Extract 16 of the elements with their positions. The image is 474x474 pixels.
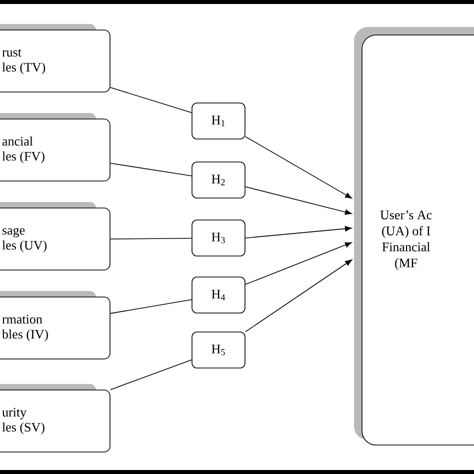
hypothesis-box: H$_{5}$ — [192, 332, 246, 368]
arrow — [245, 242, 352, 285]
arrow — [245, 186, 352, 215]
variable-box: urity les (SV) — [0, 384, 110, 452]
hypothesis-box: H$_{4}$ — [192, 276, 246, 314]
variable-box: rmation bles (IV) — [0, 291, 110, 360]
hypothesis-box: H$_{1}$ — [192, 102, 246, 140]
arrow — [245, 136, 352, 199]
variable-box: ancial les (FV) — [0, 113, 110, 182]
variable-box: rust les (TV) — [0, 24, 110, 92]
variable-box: sage les (UV) — [0, 202, 110, 270]
arrow — [245, 260, 352, 332]
hypothesis-box: H$_{3}$ — [192, 220, 246, 256]
outcome-box: User’s Ac (UA) of I Financial (MF — [354, 27, 474, 446]
arrow — [245, 226, 352, 238]
hypothesis-box: H$_{2}$ — [192, 162, 246, 198]
